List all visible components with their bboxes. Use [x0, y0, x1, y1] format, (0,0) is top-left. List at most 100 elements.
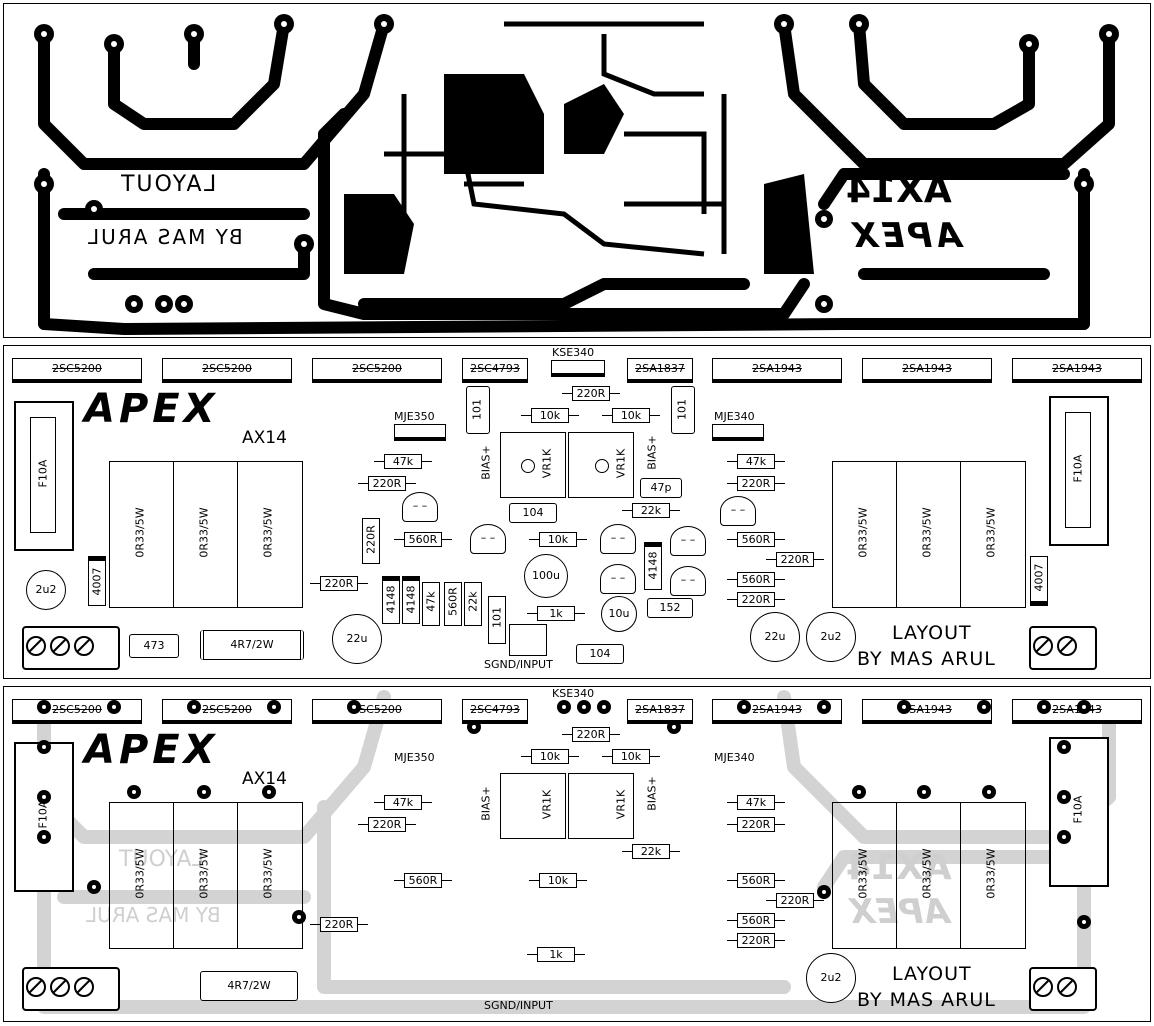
ov-fuse-right: F10A [1049, 737, 1109, 887]
res-10k-b: 10k [602, 408, 660, 423]
res-220r-mid: 220R [310, 576, 368, 591]
cap-47p: 47p [640, 478, 682, 498]
solder-pad [1057, 830, 1071, 844]
solder-pad [262, 785, 276, 799]
ov-emitter-r1: 0R33/5W [856, 848, 870, 899]
transistor-q7: 2SA1943 [862, 358, 992, 383]
ov-input-label: SGND/INPUT [484, 999, 553, 1012]
ov-trimmer-right-label: VR1K [614, 789, 628, 820]
footer-line1: LAYOUT [892, 622, 972, 644]
res-560r-vertical-label: 560R [446, 587, 460, 616]
cap-100u: 100u [524, 554, 568, 598]
res-560r-left: 560R [394, 532, 452, 547]
ov-transistor-q4: 2SC4793 [462, 699, 528, 724]
solder-pad [467, 720, 481, 734]
ov-trimmer-right: VR1K [568, 773, 634, 839]
ov-emitter-r3: 0R33/5W [984, 848, 998, 899]
cap-101-bottom: 101 [488, 596, 506, 644]
mje340-body [712, 424, 764, 441]
ov-res-220r-r2: 220R [766, 893, 824, 908]
terminal-right [1029, 626, 1097, 670]
solder-pad [197, 785, 211, 799]
footer-line2: BY MAS ARUL [857, 648, 996, 670]
copper-layer-panel: LAYOUT BY MAS ARUL AX14 APEX [3, 3, 1151, 338]
res-560r-vertical: 560R [444, 582, 462, 626]
solder-pad [1057, 740, 1071, 754]
cap-100u-label: 100u [532, 569, 560, 582]
ov-bias-left: BIAS+ [479, 786, 493, 821]
cap-101-left-label: 101 [470, 399, 484, 420]
cap-101-bottom-label: 101 [490, 607, 504, 628]
bias-label-right: BIAS+ [645, 435, 659, 470]
ov-cap-2u2-right-label: 2u2 [820, 971, 842, 984]
transistor-small-2: – – [720, 496, 756, 526]
solder-pad [982, 785, 996, 799]
cap-152: 152 [647, 598, 693, 618]
ov-res-47k-right: 47k [727, 795, 785, 810]
res-220r-r4: 220R [727, 592, 785, 607]
cap-2u2-left: 2u2 [26, 570, 66, 610]
ov-transistor-q1: 2SC5200 [12, 699, 142, 724]
res-4r7-label: 4R7/2W [230, 638, 274, 651]
emitter-res-block-right: 0R33/5W 0R33/5W 0R33/5W [832, 461, 1026, 608]
trimmer-left-label: VR1K [540, 448, 554, 479]
diode-4007-right-label: 4007 [1032, 563, 1046, 592]
ov-res-10k-b: 10k [602, 749, 660, 764]
transistor-small-5: – – [670, 526, 706, 556]
transistor-q4: 2SC4793 [462, 358, 528, 383]
emitter-res-l1: 0R33/5W [133, 507, 147, 558]
cap-104-bottom-label: 104 [589, 647, 611, 660]
ov-mje340-label: MJE340 [714, 751, 755, 764]
solder-pad [1037, 700, 1051, 714]
copper-traces [34, 14, 1119, 335]
res-220r-left: 220R [358, 476, 416, 491]
component-layer-panel: 2SC5200 2SC5200 2SC5200 2SC4793 2SA1837 … [3, 345, 1151, 679]
ov-transistor-q7: 2SA1943 [862, 699, 992, 724]
diode-4148-c-label: 4148 [646, 551, 660, 580]
cap-152-label: 152 [659, 601, 681, 614]
res-220r-vertical: 220R [362, 518, 380, 564]
ov-emitter-l2: 0R33/5W [197, 848, 211, 899]
ov-terminal-left [22, 967, 120, 1011]
driver-kse340-body [551, 360, 605, 377]
emitter-res-l2: 0R33/5W [197, 507, 211, 558]
res-22k: 22k [622, 503, 680, 518]
ov-cap-2u2-right: 2u2 [806, 953, 856, 1003]
mje340-label: MJE340 [714, 410, 755, 423]
ov-trimmer-left: VR1K [500, 773, 566, 839]
transistor-small-7: – – [670, 566, 706, 596]
solder-pad [292, 910, 306, 924]
cap-2u2-right: 2u2 [806, 612, 856, 662]
driver-kse340-label: KSE340 [552, 346, 595, 359]
solder-pad [667, 720, 681, 734]
brand-logo: APEX [84, 386, 219, 432]
res-10k-c: 10k [529, 532, 587, 547]
transistor-q1: 2SC5200 [12, 358, 142, 383]
solder-pad [1057, 790, 1071, 804]
ov-terminal-right [1029, 967, 1097, 1011]
diode-4148-b-label: 4148 [404, 585, 418, 614]
ov-transistor-q8: 2SA1943 [1012, 699, 1142, 724]
solder-pad [267, 700, 281, 714]
res-4r7: 4R7/2W [200, 630, 304, 660]
copper-model-label: AX14 [846, 170, 952, 211]
cap-2u2-left-label: 2u2 [35, 583, 57, 596]
solder-pad [817, 885, 831, 899]
transistor-q6: 2SA1943 [712, 358, 842, 383]
diode-4148-b: 4148 [402, 576, 420, 624]
res-220r-top: 220R [562, 386, 620, 401]
diode-4148-a-label: 4148 [384, 585, 398, 614]
cap-473: 473 [129, 634, 179, 658]
ov-res-10k-a: 10k [521, 749, 579, 764]
solder-pad [557, 700, 571, 714]
diode-4148-c: 4148 [644, 542, 662, 590]
transistor-q5: 2SA1837 [627, 358, 693, 383]
res-47k-left: 47k [374, 454, 432, 469]
model-label: AX14 [242, 428, 287, 448]
diode-4007-left: 4007 [88, 556, 106, 606]
res-220r-right: 220R [727, 476, 785, 491]
trimmer-left: VR1K [500, 432, 566, 498]
ov-emitter-l3: 0R33/5W [261, 848, 275, 899]
solder-pad [817, 700, 831, 714]
transistor-small-6: – – [600, 564, 636, 594]
